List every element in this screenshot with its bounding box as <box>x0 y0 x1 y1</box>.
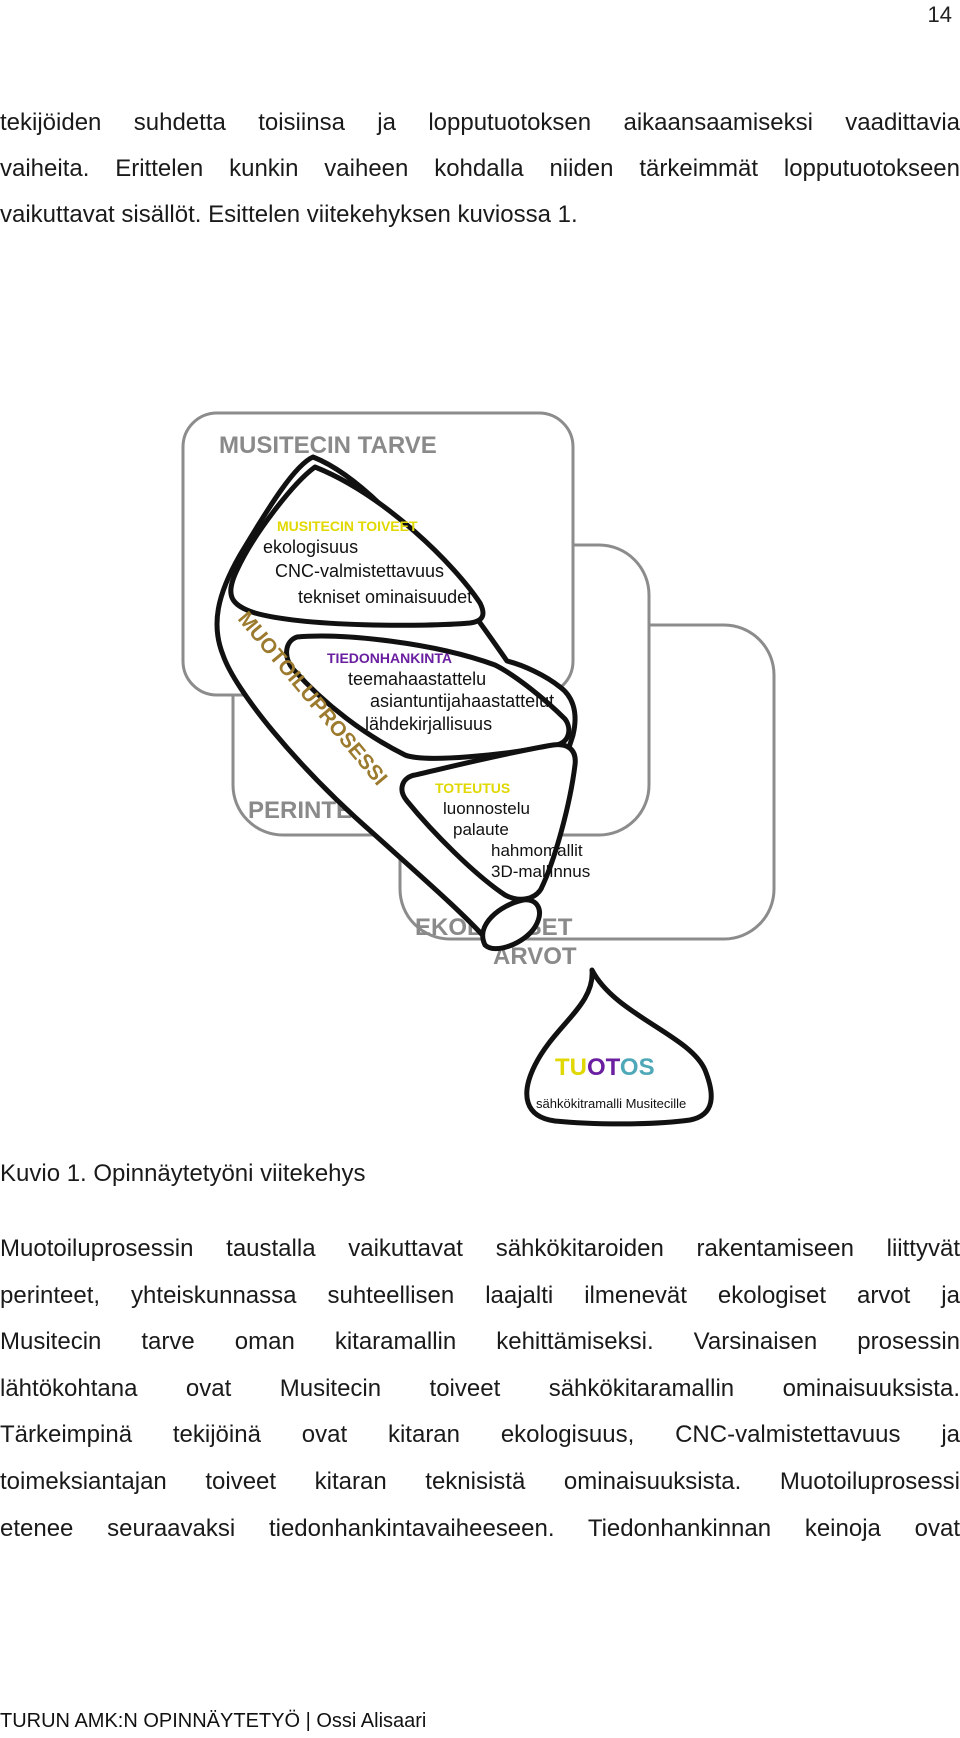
intro-line: vaiheita. Erittelen kunkin vaiheen kohda… <box>0 155 960 182</box>
box-label-musitecin-tarve: MUSITECIN TARVE <box>219 432 437 459</box>
tuotos-title-part: TU <box>555 1054 587 1081</box>
toiveet-item: CNC-valmistettavuus <box>275 561 444 581</box>
toteutus-item: luonnostelu <box>443 799 530 818</box>
intro-line: tekijöiden suhdetta toisiinsa ja lopputu… <box>0 109 960 136</box>
toiveet-item: tekniset ominaisuudet <box>298 587 472 607</box>
intro-paragraph: tekijöiden suhdetta toisiinsa ja lopputu… <box>0 100 960 238</box>
body-paragraph: Muotoiluprosessin taustalla vaikuttavat … <box>0 1226 960 1552</box>
intro-line: vaikuttavat sisällöt. Esittelen viitekeh… <box>0 201 578 228</box>
toteutus-title: TOTEUTUS <box>435 780 510 796</box>
page-footer: TURUN AMK:N OPINNÄYTETYÖ | Ossi Alisaari <box>0 1710 427 1732</box>
output-drop <box>524 967 714 1127</box>
chamber-toiveet <box>228 464 486 628</box>
page-number: 14 <box>927 2 952 27</box>
tiedonhankinta-item: teemahaastattelu <box>348 669 486 689</box>
body-line: Musitecin tarve oman kitaramallin kehitt… <box>0 1328 960 1356</box>
chamber-toteutus <box>399 742 578 902</box>
tiedonhankinta-item: asiantuntijahaastattelut <box>370 691 554 711</box>
toteutus-item: hahmomallit <box>491 841 583 860</box>
figure-caption: Kuvio 1. Opinnäytetyöni viitekehys <box>0 1160 366 1187</box>
body-line: Muotoiluprosessin taustalla vaikuttavat … <box>0 1235 960 1262</box>
body-line: lähtökohtana ovat Musitecin toiveet sähk… <box>0 1374 960 1402</box>
flask-mouth <box>480 897 542 952</box>
body-line: toimeksiantajan toiveet kitaran teknisis… <box>0 1467 960 1495</box>
tuotos-title-part: OT <box>587 1054 621 1081</box>
process-chambers <box>228 464 578 902</box>
toteutus-item: palaute <box>453 820 509 839</box>
tuotos-title: TUOTOS <box>555 1054 655 1081</box>
tiedonhankinta-title: TIEDONHANKINTA <box>327 650 452 666</box>
tuotos-subtitle: sähkökitramalli Musitecille <box>536 1096 686 1111</box>
toiveet-title: MUSITECIN TOIVEET <box>277 518 418 534</box>
body-line: perinteet, yhteiskunnassa suhteellisen l… <box>0 1281 960 1309</box>
tiedonhankinta-item: lähdekirjallisuus <box>365 714 492 734</box>
body-line: etenee seuraavaksi tiedonhankintavaihees… <box>0 1514 960 1542</box>
toteutus-item: 3D-mallinnus <box>491 862 590 881</box>
body-line: Tärkeimpinä tekijöinä ovat kitaran ekolo… <box>0 1421 960 1449</box>
tuotos-title-part: OS <box>620 1054 655 1081</box>
toiveet-item: ekologisuus <box>263 537 358 557</box>
framework-diagram: MUSITECIN TARVE PERINTEET EKOLOGISET ARV… <box>181 411 776 1127</box>
